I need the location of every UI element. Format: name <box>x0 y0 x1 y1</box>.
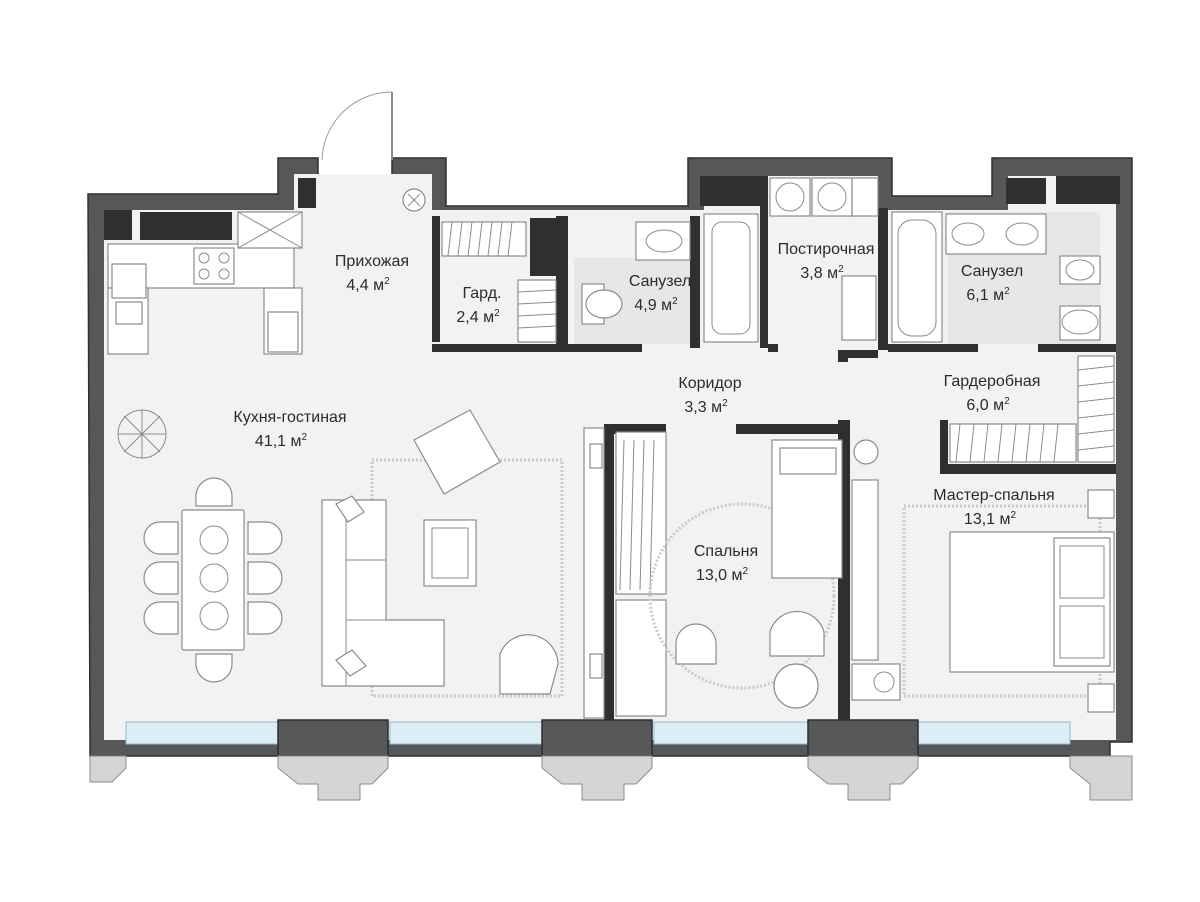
room-area-living: 41,1 м2 <box>255 432 308 450</box>
living-furniture <box>321 409 564 698</box>
room-area-laundry: 3,8 м2 <box>800 264 844 282</box>
bedroom-furniture <box>583 427 843 719</box>
dining-set <box>143 477 283 683</box>
entrance-door <box>321 91 426 212</box>
room-name-laundry: Постирочная <box>778 241 875 258</box>
room-name-corridor: Коридор <box>678 375 741 392</box>
closet-shelves <box>441 221 557 343</box>
bathroom-1-fixtures <box>581 213 759 343</box>
master-bedroom-furniture <box>851 479 1115 713</box>
wardrobe-shelves <box>853 355 1115 465</box>
kitchen-unit <box>107 211 303 355</box>
room-name-wardrobe: Гардеробная <box>944 373 1041 390</box>
room-area-bath1: 4,9 м2 <box>634 296 678 314</box>
room-area-hall: 4,4 м2 <box>346 276 390 294</box>
room-name-master: Мастер-спальня <box>933 487 1054 504</box>
room-area-bath2: 6,1 м2 <box>966 286 1010 304</box>
plant-icon <box>117 409 167 459</box>
room-area-master: 13,1 м2 <box>964 510 1017 528</box>
room-name-bath1: Санузел <box>629 273 691 290</box>
room-name-bath2: Санузел <box>961 263 1023 280</box>
room-labels: Кухня-гостиная 41,1 м2 Прихожая 4,4 м2 Г… <box>233 241 1054 584</box>
room-name-living: Кухня-гостиная <box>233 409 346 426</box>
windows <box>125 721 1071 745</box>
room-name-closet: Гард. <box>463 285 502 302</box>
window-piers <box>277 719 919 757</box>
interior-walls <box>104 176 1120 720</box>
room-area-wardrobe: 6,0 м2 <box>966 396 1010 414</box>
laundry-fixtures <box>769 177 879 341</box>
room-area-closet: 2,4 м2 <box>456 308 500 326</box>
room-area-bedroom: 13,0 м2 <box>696 566 749 584</box>
room-name-hall: Прихожая <box>335 253 409 270</box>
room-area-corridor: 3,3 м2 <box>684 398 728 416</box>
bathroom-2-fixtures <box>891 211 1101 343</box>
room-name-bedroom: Спальня <box>694 543 758 560</box>
facade-ledges <box>89 755 1133 801</box>
